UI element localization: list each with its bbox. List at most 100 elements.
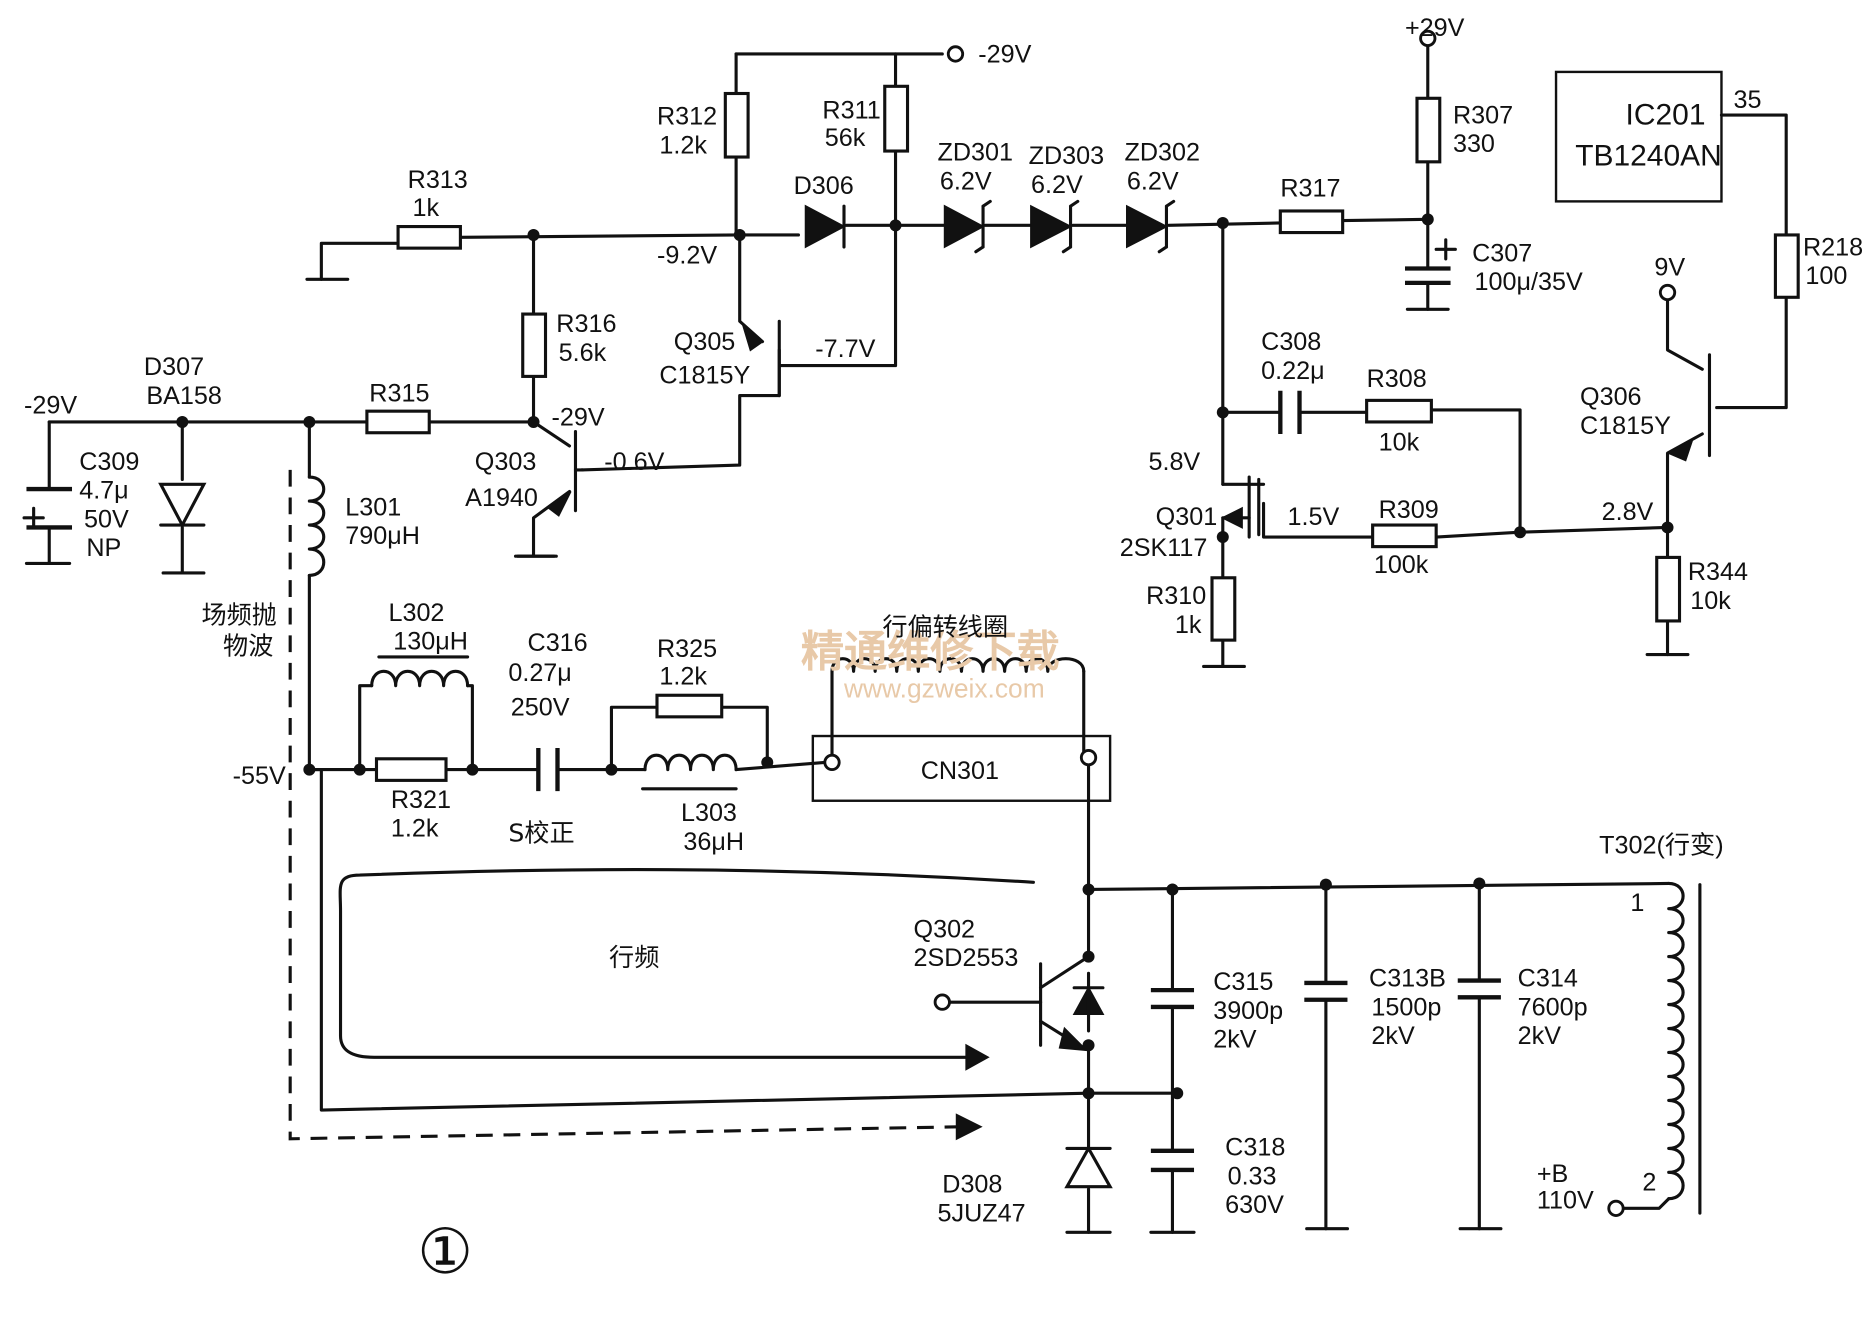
r344-ref: R344: [1688, 558, 1748, 586]
ic201-box: [1554, 70, 1723, 203]
label-5-8: 5.8V: [1148, 448, 1200, 476]
r317-body: [1278, 209, 1345, 235]
zd301-value: 6.2V: [940, 167, 992, 195]
c309-type: NP: [86, 534, 121, 562]
zd302-ref: ZD302: [1124, 139, 1200, 167]
line-freq-loop: [338, 868, 1035, 1059]
r316-value: 5.6k: [559, 339, 607, 367]
c308-value: 0.22μ: [1261, 357, 1324, 385]
c315-symbol: [1150, 987, 1195, 1010]
r344-body: [1655, 555, 1682, 623]
c313b-symbol: [1304, 980, 1348, 1002]
q305-ref: Q305: [674, 328, 736, 356]
r316-body: [521, 312, 548, 378]
c315-ref: C315: [1213, 968, 1273, 996]
r313-value: 1k: [412, 194, 439, 222]
r309-value: 100k: [1374, 551, 1429, 579]
r344-value: 10k: [1690, 587, 1731, 615]
r307-ref: R307: [1453, 101, 1513, 129]
zd303-ref: ZD303: [1029, 142, 1105, 170]
r312-body: [723, 91, 750, 159]
q306-ref: Q306: [1580, 383, 1642, 411]
l303-ref: L303: [681, 799, 737, 827]
r307-value: 330: [1453, 130, 1495, 158]
d307-value: BA158: [146, 382, 222, 410]
c318-voltage: 630V: [1225, 1191, 1284, 1219]
c315-voltage: 2kV: [1213, 1026, 1257, 1054]
ic201-ref: IC201: [1626, 99, 1706, 132]
r218-ref: R218: [1803, 233, 1863, 261]
r315-body: [365, 409, 431, 435]
c314-voltage: 2kV: [1518, 1022, 1562, 1050]
field-parabola-line1: 场频抛: [201, 600, 276, 629]
c309-ref: C309: [79, 448, 139, 476]
r310-body: [1210, 576, 1237, 642]
c316-symbol: [536, 748, 560, 792]
r321-value: 1.2k: [391, 815, 439, 843]
junction-dots: [176, 213, 1674, 1100]
label-2-8: 2.8V: [1602, 498, 1654, 526]
r321-ref: R321: [391, 786, 451, 814]
c313b-voltage: 2kV: [1371, 1022, 1415, 1050]
q303-value: A1940: [465, 484, 538, 512]
wires: [47, 43, 1788, 1234]
diodes: [158, 199, 1176, 1189]
label-neg7-7: -7.7V: [815, 335, 875, 363]
ic201-part: TB1240AN: [1575, 139, 1722, 172]
t302-pin1: 1: [1630, 889, 1644, 917]
d307-ref: D307: [144, 353, 204, 381]
q301-value: 2SK117: [1120, 534, 1208, 562]
d308-value: 5JUZ47: [937, 1200, 1025, 1228]
zd301-ref: ZD301: [937, 139, 1013, 167]
c316-ref: C316: [528, 629, 588, 657]
label-neg29-top: -29V: [978, 40, 1031, 68]
r309-body: [1371, 523, 1438, 549]
r315-ref: R315: [369, 380, 429, 408]
t302-pin2: 2: [1642, 1168, 1656, 1196]
c316-voltage: 250V: [511, 694, 570, 722]
current-loops: [288, 469, 1035, 1141]
zd301-symbol: [943, 204, 985, 249]
q301-ref: Q301: [1156, 503, 1218, 531]
r218-value: 100: [1805, 262, 1847, 290]
ic201-pin: 35: [1733, 86, 1761, 114]
capacitors: [22, 238, 1501, 1173]
c314-ref: C314: [1518, 965, 1578, 993]
label-neg55: -55V: [233, 762, 286, 790]
r325-value: 1.2k: [659, 662, 707, 690]
r308-ref: R308: [1367, 365, 1427, 393]
zd303-value: 6.2V: [1031, 171, 1083, 199]
c309-value: 4.7μ: [79, 477, 128, 505]
r308-value: 10k: [1379, 429, 1420, 457]
c308-ref: C308: [1261, 328, 1321, 356]
label-neg29-q303: -29V: [552, 404, 605, 432]
d308-symbol: [1064, 1145, 1113, 1189]
label-9v: 9V: [1654, 254, 1685, 282]
c318-value: 0.33: [1228, 1162, 1277, 1190]
r317-ref: R317: [1280, 175, 1340, 203]
net-labels: -29V +29V -9.2V -7.7V -29V -0.6V -29V 5.…: [24, 14, 1685, 1214]
label-neg0-6: -0.6V: [604, 448, 664, 476]
watermark-text: 精通维修下载: [801, 627, 1060, 677]
q306-value: C1815Y: [1580, 412, 1671, 440]
c308-symbol: [1278, 390, 1302, 434]
l303-value: 36μH: [683, 828, 744, 856]
zd302-value: 6.2V: [1127, 167, 1179, 195]
label-b-plus-voltage: 110V: [1537, 1186, 1594, 1214]
r313-ref: R313: [408, 166, 468, 194]
label-b-plus: +B: [1537, 1160, 1568, 1188]
l302-coil: [370, 669, 470, 688]
c309-voltage: 50V: [84, 505, 129, 533]
q301-symbol: [1247, 475, 1266, 539]
q302-value: 2SD2553: [914, 944, 1019, 972]
resistors: [365, 84, 1800, 782]
label-pos29-top: +29V: [1405, 14, 1465, 42]
q305-value: C1815Y: [659, 362, 750, 390]
line-freq-label: 行频: [609, 943, 659, 972]
d308-ref: D308: [942, 1171, 1002, 1199]
r311-value: 56k: [825, 124, 866, 152]
c315-value: 3900p: [1213, 997, 1283, 1025]
q303-ref: Q303: [475, 448, 537, 476]
annotations: 场频抛 物波 行偏转线圈 S校正 行频: [201, 600, 1008, 972]
